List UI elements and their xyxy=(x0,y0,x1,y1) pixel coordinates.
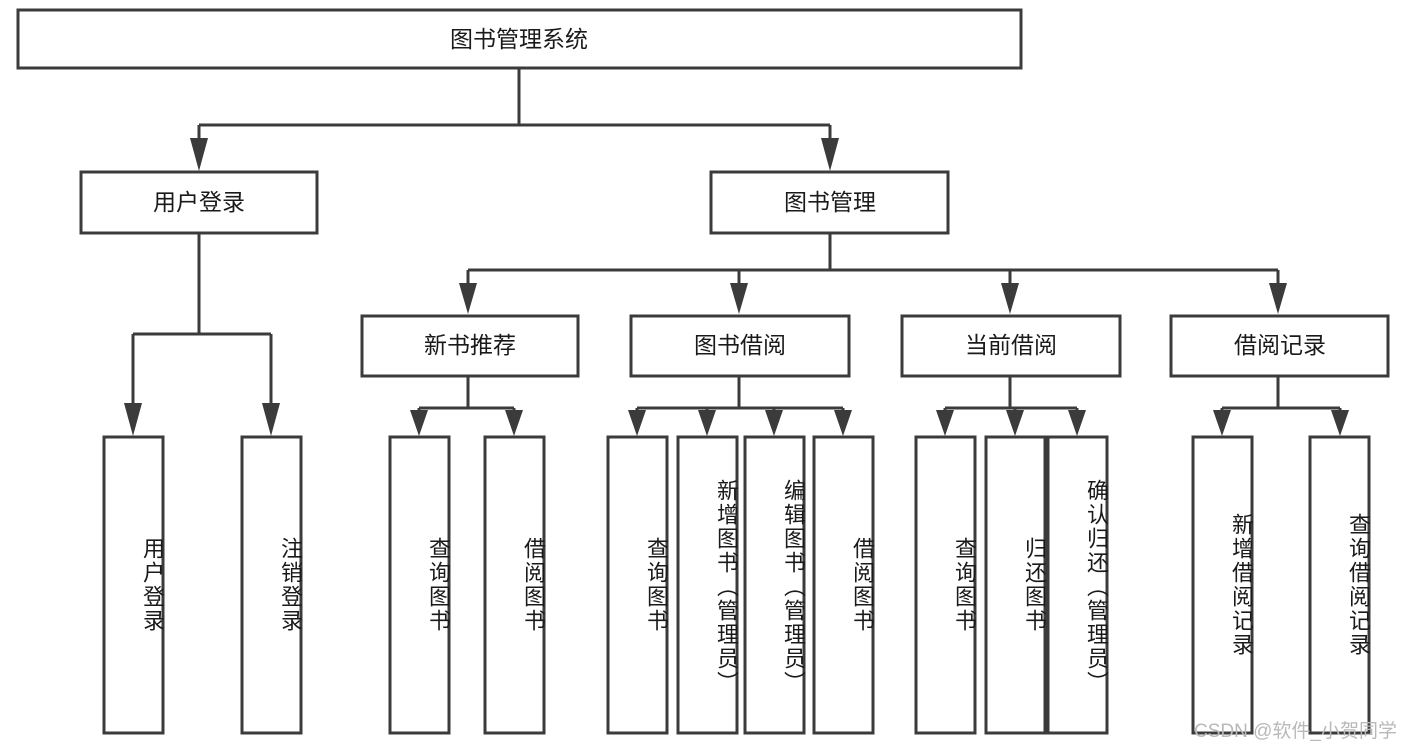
node-root[interactable]: 图书管理系统 xyxy=(16,8,1023,70)
arrowhead-leaf-borrow-book-1 xyxy=(505,410,523,436)
leaf-query-borrow-record-box[interactable] xyxy=(1308,435,1371,735)
node-new-book-recommend-label: 新书推荐 xyxy=(424,332,516,358)
node-book-borrow-label: 图书借阅 xyxy=(694,332,786,358)
node-current-borrow[interactable]: 当前借阅 xyxy=(900,314,1122,378)
arrowhead-leaf-confirm-return xyxy=(1068,410,1086,436)
leaf-user-logout-box[interactable] xyxy=(240,435,303,735)
node-current-borrow-label: 当前借阅 xyxy=(965,332,1057,358)
node-book-management-label: 图书管理 xyxy=(784,189,876,215)
node-user-login-box[interactable] xyxy=(79,170,319,235)
node-book-borrow-box[interactable] xyxy=(629,314,851,378)
leaf-query-book-3-box[interactable] xyxy=(914,435,977,735)
node-new-book-recommend-box[interactable] xyxy=(360,314,580,378)
leaf-add-borrow-record-box[interactable] xyxy=(1191,435,1254,735)
arrowhead-leaf-query-book-1 xyxy=(410,410,428,436)
leaf-user-login-box[interactable] xyxy=(102,435,165,735)
arrowhead-borrow-record xyxy=(1269,283,1287,314)
node-user-login[interactable]: 用户登录 xyxy=(79,170,319,235)
arrowhead-leaf-query-book-3 xyxy=(936,410,954,436)
arrowhead-leaf-edit-book xyxy=(765,410,783,436)
node-borrow-record-label: 借阅记录 xyxy=(1234,332,1326,358)
leaf-confirm-return-box[interactable] xyxy=(1046,435,1109,735)
leaf-query-book-2-box[interactable] xyxy=(606,435,669,735)
leaf-box-group xyxy=(102,435,1371,735)
arrowhead-leaf-user-login xyxy=(124,403,142,436)
node-root-label: 图书管理系统 xyxy=(450,26,588,52)
arrowhead-book-borrow xyxy=(730,283,748,314)
arrowhead-leaf-add-book xyxy=(698,410,716,436)
arrowhead-current-borrow xyxy=(1001,283,1019,314)
arrowhead-leaf-return-book xyxy=(1006,410,1024,436)
arrowhead-book-management xyxy=(821,138,839,171)
arrowhead-leaf-query-borrow-record xyxy=(1331,410,1349,436)
node-borrow-record[interactable]: 借阅记录 xyxy=(1169,314,1390,378)
node-root-box[interactable] xyxy=(16,8,1023,70)
node-user-login-label: 用户登录 xyxy=(153,189,245,215)
arrowhead-leaf-user-logout xyxy=(262,403,280,436)
leaf-edit-book-box[interactable] xyxy=(743,435,806,735)
leaf-borrow-book-2-box[interactable] xyxy=(812,435,875,735)
node-book-management-box[interactable] xyxy=(709,170,950,235)
leaf-query-book-1-box[interactable] xyxy=(388,435,451,735)
node-book-borrow[interactable]: 图书借阅 xyxy=(629,314,851,378)
node-new-book-recommend[interactable]: 新书推荐 xyxy=(360,314,580,378)
arrowhead-leaf-query-book-2 xyxy=(628,410,646,436)
arrowhead-user-login xyxy=(190,138,208,171)
node-current-borrow-box[interactable] xyxy=(900,314,1122,378)
node-book-management[interactable]: 图书管理 xyxy=(709,170,950,235)
arrowhead-leaf-borrow-book-2 xyxy=(834,410,852,436)
arrowhead-new-book-recommend xyxy=(459,283,477,314)
leaf-return-book-box[interactable] xyxy=(984,435,1047,735)
leaf-borrow-book-1-box[interactable] xyxy=(483,435,546,735)
leaf-add-book-box[interactable] xyxy=(676,435,739,735)
node-borrow-record-box[interactable] xyxy=(1169,314,1390,378)
arrowhead-leaf-add-borrow-record xyxy=(1213,410,1231,436)
watermark-text: CSDN @软件_小贺同学 xyxy=(1194,721,1397,742)
connector-group xyxy=(124,68,1349,436)
